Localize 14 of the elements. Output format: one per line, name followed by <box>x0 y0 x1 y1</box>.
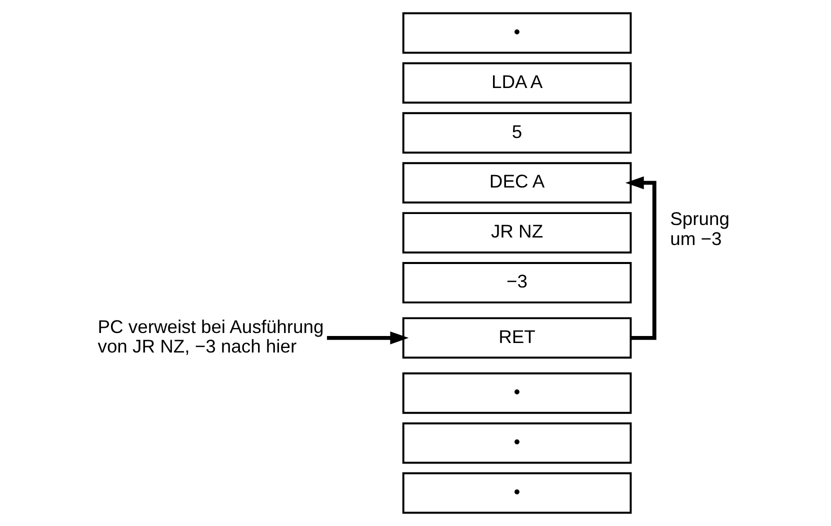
node-box: • <box>402 372 632 414</box>
node-box: RET <box>402 317 632 359</box>
node-box: LDA A <box>402 62 632 104</box>
arrow <box>326 331 409 344</box>
node-box: DEC A <box>402 162 632 204</box>
node-box: 5 <box>402 112 632 154</box>
node-box: • <box>402 472 632 514</box>
node-box: • <box>402 422 632 464</box>
node-box: • <box>402 12 632 54</box>
node-box: JR NZ <box>402 212 632 254</box>
node-box: −3 <box>402 262 632 304</box>
arrow <box>625 176 656 340</box>
edge-label: Sprung um −3 <box>670 208 730 249</box>
node-text: PC verweist bei Ausführung von JR NZ, −3 nach hier <box>98 316 324 357</box>
